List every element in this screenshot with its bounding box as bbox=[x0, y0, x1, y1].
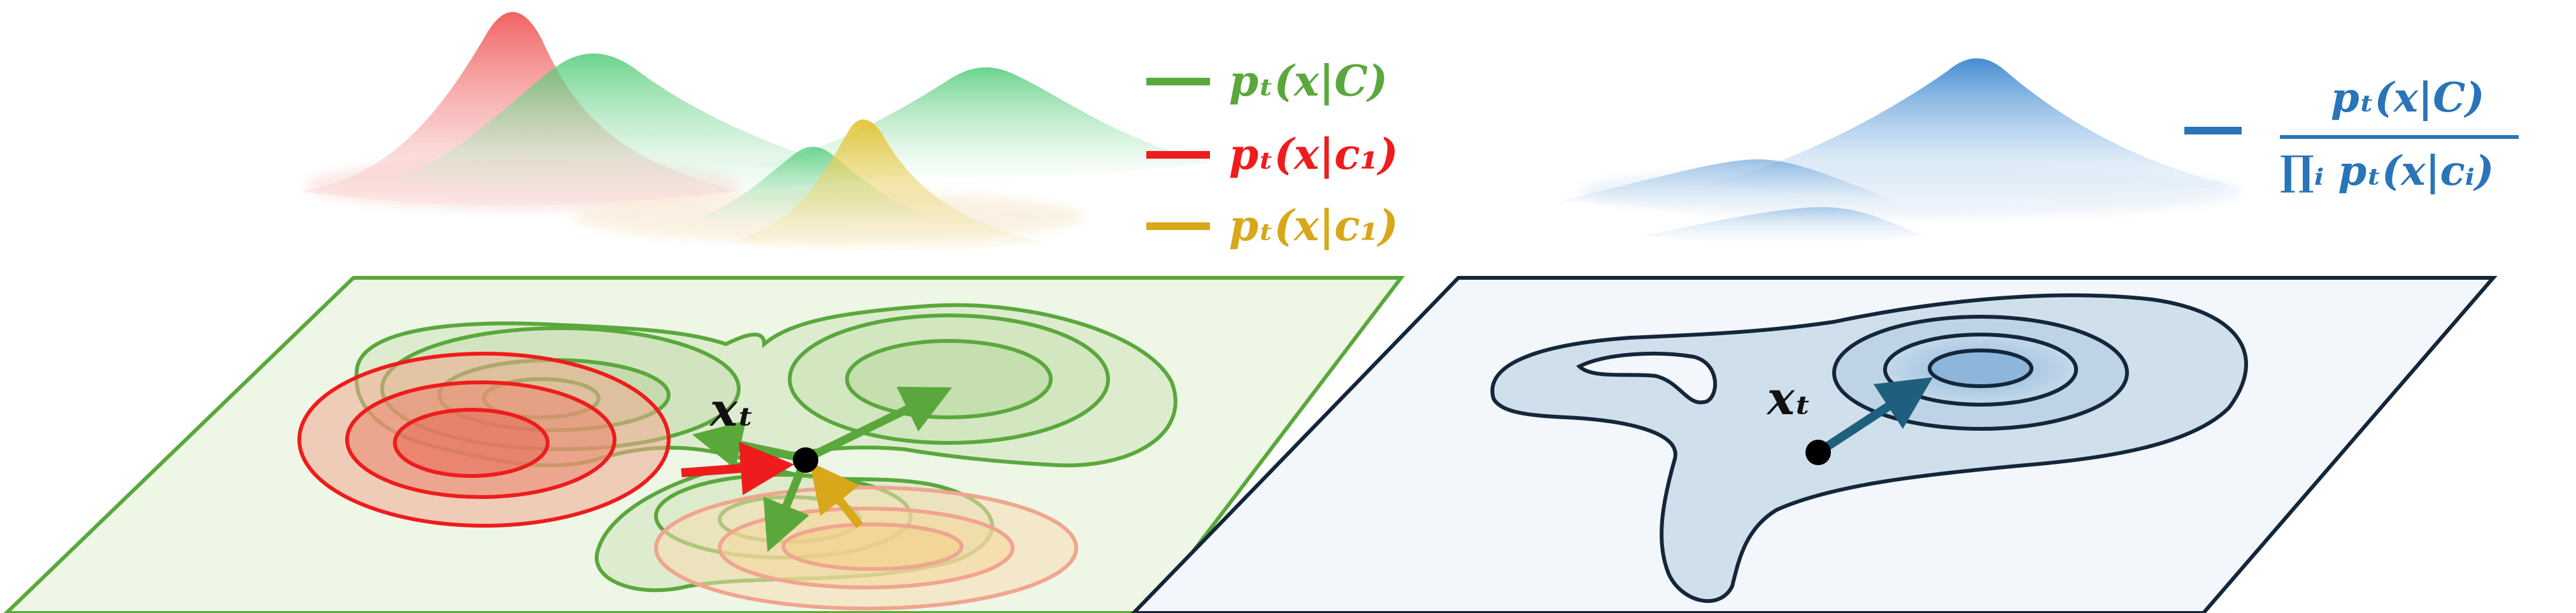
blue-density-peak bbox=[1707, 58, 2229, 199]
blue-inner-notch bbox=[1576, 352, 1717, 405]
right-point-xt bbox=[1805, 440, 1831, 465]
blue-density-ridge bbox=[1560, 159, 1898, 208]
legend-label-yellow: pₜ(x|c₁) bbox=[1229, 201, 1398, 250]
legend-right: pₜ(x|C) ∏ᵢ pₜ(x|cᵢ) bbox=[2184, 74, 2519, 195]
red-arrow bbox=[681, 442, 794, 495]
green-density-peak-left bbox=[395, 53, 879, 193]
yellow-arrow bbox=[809, 461, 864, 529]
left-point-label: xₜ bbox=[709, 382, 755, 436]
legend-label-red: pₜ(x|c₁) bbox=[1229, 129, 1398, 179]
legend-label-green: pₜ(x|C) bbox=[1229, 56, 1388, 106]
green-contours-right bbox=[788, 314, 1110, 445]
left-point-xt bbox=[793, 447, 818, 473]
blue-density-ridge-2 bbox=[1643, 207, 1923, 243]
left-panel: xₜ bbox=[3, 276, 1405, 613]
yellow-contours bbox=[654, 486, 1078, 610]
right-panel: xₜ bbox=[1130, 276, 2498, 613]
left-density-mountains bbox=[299, 11, 1210, 252]
green-arrow-up-right bbox=[804, 387, 953, 463]
yellow-density-peak bbox=[732, 119, 1044, 252]
right-density-mountains bbox=[1560, 58, 2242, 243]
legend-left: pₜ(x|C) pₜ(x|c₁) pₜ(x|c₁) bbox=[1146, 56, 1398, 250]
legend-right-denominator: ∏ᵢ pₜ(x|cᵢ) bbox=[2280, 147, 2494, 195]
dark-arrow bbox=[1816, 377, 1933, 456]
red-contours bbox=[297, 352, 671, 528]
right-point-label: xₜ bbox=[1766, 371, 1812, 425]
legend-right-numerator: pₜ(x|C) bbox=[2331, 74, 2484, 122]
